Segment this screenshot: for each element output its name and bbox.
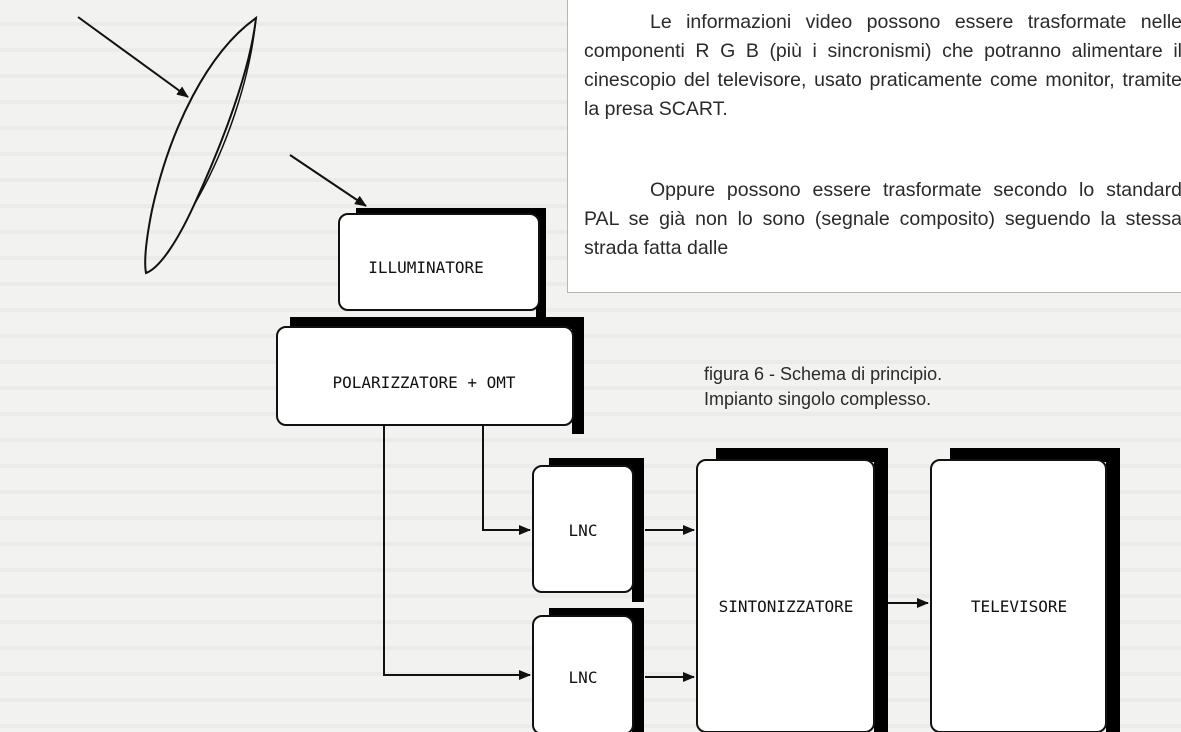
satellite-dish-icon — [77, 15, 367, 275]
lnc-lower-label: LNC — [569, 668, 598, 687]
illuminatore-block: ILLUMINATORE — [338, 208, 546, 318]
lnc-upper-label: LNC — [569, 521, 598, 540]
televisore-label: TELEVISORE — [971, 597, 1067, 616]
sintonizzatore-block: SINTONIZZATORE — [696, 448, 888, 732]
paragraph-1: Le informazioni video possono essere tra… — [584, 11, 1181, 120]
connector-lines — [383, 425, 929, 682]
lnc-upper-block: LNC — [532, 458, 644, 602]
text-panel — [567, 0, 1181, 293]
polarizzatore-omt-label: POLARIZZATORE + OMT — [332, 373, 515, 392]
caption-line-2: Impianto singolo complesso. — [704, 389, 932, 409]
illuminatore-label: ILLUMINATORE — [368, 258, 484, 277]
televisore-block: TELEVISORE — [930, 448, 1120, 732]
polarizzatore-omt-block: POLARIZZATORE + OMT — [276, 317, 584, 434]
caption-line-1: figura 6 - Schema di principio. — [704, 364, 943, 384]
sintonizzatore-label: SINTONIZZATORE — [719, 597, 854, 616]
lnc-lower-block: LNC — [532, 608, 644, 732]
figure-caption: figura 6 - Schema di principio. Impianto… — [704, 362, 1044, 412]
paragraph-2: Oppure possono essere trasformate second… — [584, 179, 1181, 259]
